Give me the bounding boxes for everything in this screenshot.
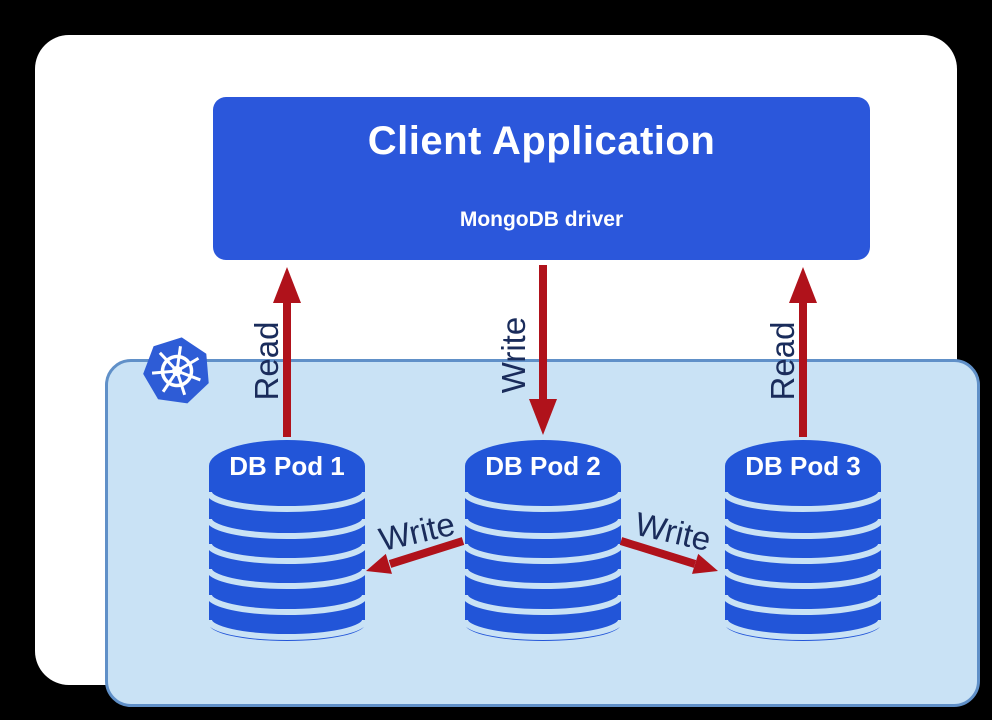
disk-gaps (723, 491, 883, 640)
client-application-title: Client Application (367, 119, 716, 163)
helm-wheel-hub (172, 366, 182, 376)
db-pod-1-cylinder: DB Pod 1 (207, 440, 367, 641)
db-pod-2-cylinder: DB Pod 2 (463, 440, 623, 641)
db-pod-2-label: DB Pod 2 (485, 451, 601, 481)
db-pod-3-cylinder: DB Pod 3 (723, 440, 883, 641)
mongodb-driver-label: MongoDB driver (459, 208, 624, 231)
disk-gaps (463, 491, 623, 640)
db-pod-1-label: DB Pod 1 (229, 451, 345, 481)
helm-wheel-ring (160, 354, 194, 388)
read-arrow-pod3-up (789, 267, 817, 437)
client-application-node: Client Application MongoDB driver (213, 97, 870, 260)
read-arrow-pod1-up (273, 267, 301, 437)
kubernetes-icon (143, 337, 209, 404)
disk-gaps (207, 491, 367, 640)
read-label-pod1: Read (248, 321, 285, 401)
write-arrow-client-down (529, 265, 557, 435)
write-arrow-pod2-to-pod3 (619, 537, 718, 574)
diagram-card: Client Application MongoDB driver (35, 35, 980, 707)
write-label-client: Write (495, 316, 532, 394)
read-label-pod3: Read (764, 321, 801, 401)
db-pod-3-label: DB Pod 3 (745, 451, 861, 481)
write-arrow-pod2-to-pod1 (366, 537, 465, 574)
